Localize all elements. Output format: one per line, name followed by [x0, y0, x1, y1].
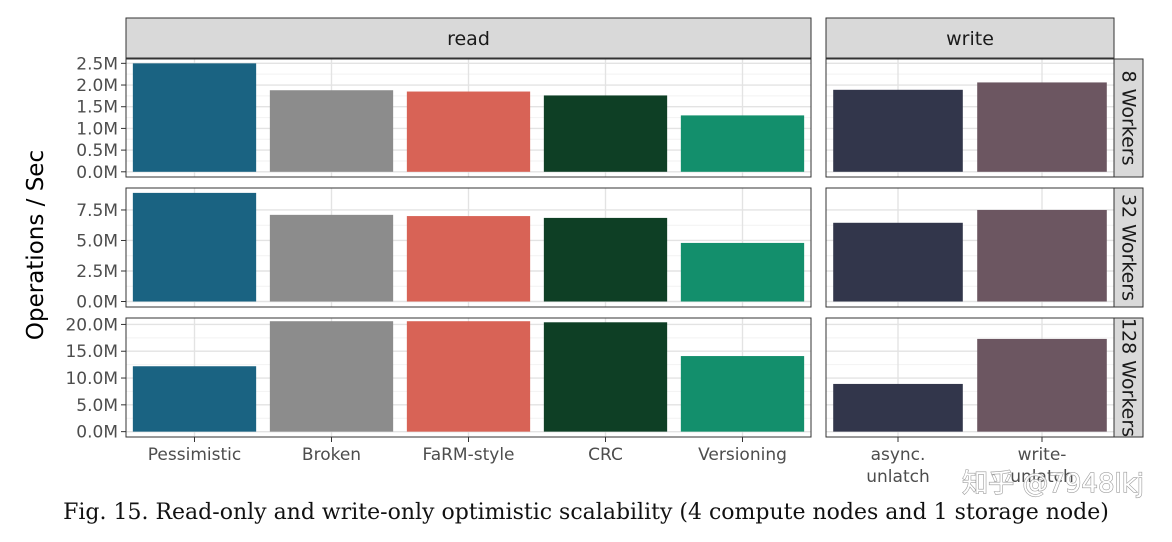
bar-32-workers-versioning — [680, 242, 805, 302]
bar-8-workers-async-unlatch — [833, 89, 963, 172]
panel-32-workers-read — [125, 187, 812, 308]
y-tick-label: 0.0M — [76, 423, 118, 443]
x-tick-label-farm-style: FaRM-style — [422, 445, 514, 465]
bar-128-workers-async-unlatch — [833, 383, 963, 432]
bar-32-workers-write-unlatch — [977, 209, 1107, 302]
bar-32-workers-broken — [269, 214, 394, 302]
x-tick-label-broken: Broken — [302, 445, 361, 465]
y-tick-label: 5.0M — [76, 231, 118, 251]
bar-128-workers-farm-style — [406, 321, 531, 432]
y-tick-label: 10.0M — [65, 369, 118, 389]
bar-32-workers-crc — [543, 217, 668, 302]
facet-label-32-workers: 32 Workers — [1118, 194, 1140, 301]
y-tick-label: 7.5M — [76, 201, 118, 221]
panel-128-workers-write — [825, 317, 1115, 438]
bar-8-workers-pessimistic — [132, 63, 257, 172]
x-tick-label-async-unlatch: async.unlatch — [866, 445, 929, 487]
facet-strip-read — [125, 17, 812, 59]
facet-strip-128-workers — [1113, 317, 1144, 438]
x-tick-label-write-unlatch: write-unlatch — [1010, 445, 1073, 487]
facet-strip-write — [825, 17, 1115, 59]
panel-128-workers-read — [125, 317, 812, 438]
y-tick-label: 0.0M — [76, 163, 118, 183]
bar-128-workers-versioning — [680, 356, 805, 432]
panel-8-workers-write — [825, 58, 1115, 178]
y-tick-label: 2.5M — [76, 54, 118, 74]
x-tick-label-crc: CRC — [588, 445, 623, 465]
panel-border — [125, 187, 812, 308]
y-tick-label: 2.0M — [76, 76, 118, 96]
y-tick-label: 1.0M — [76, 119, 118, 139]
x-tick-label-pessimistic: Pessimistic — [148, 445, 241, 465]
y-tick-label: 15.0M — [65, 342, 118, 362]
bar-8-workers-farm-style — [406, 91, 531, 172]
facet-label-8-workers: 8 Workers — [1118, 71, 1140, 166]
y-tick-label: 0.0M — [76, 293, 118, 313]
figure-caption: Fig. 15. Read-only and write-only optimi… — [63, 500, 1109, 525]
facet-label-128-workers: 128 Workers — [1118, 318, 1140, 437]
bar-8-workers-versioning — [680, 115, 805, 172]
facet-strip-8-workers — [1113, 58, 1144, 178]
bar-128-workers-crc — [543, 322, 668, 432]
panel-border — [125, 58, 812, 178]
facet-strip-32-workers — [1113, 187, 1144, 308]
bar-8-workers-crc — [543, 95, 668, 172]
bar-128-workers-pessimistic — [132, 366, 257, 432]
y-tick-label: 5.0M — [76, 396, 118, 416]
facet-label-read: read — [447, 28, 490, 50]
y-axis-title: Operations / Sec — [23, 150, 49, 340]
y-tick-label: 2.5M — [76, 262, 118, 282]
y-tick-label: 1.5M — [76, 98, 118, 118]
bar-128-workers-broken — [269, 321, 394, 432]
bar-32-workers-farm-style — [406, 216, 531, 302]
bar-8-workers-write-unlatch — [977, 82, 1107, 172]
y-tick-label: 0.5M — [76, 141, 118, 161]
watermark: 知乎 @7948lkj — [962, 469, 1144, 499]
bar-32-workers-pessimistic — [132, 192, 257, 302]
facet-label-write: write — [946, 28, 994, 50]
y-tick-label: 20.0M — [65, 315, 118, 335]
bar-128-workers-write-unlatch — [977, 338, 1107, 432]
panel-8-workers-read — [125, 58, 812, 178]
bar-8-workers-broken — [269, 90, 394, 172]
x-tick-label-versioning: Versioning — [698, 445, 787, 465]
panel-32-workers-write — [825, 187, 1115, 308]
bar-32-workers-async-unlatch — [833, 222, 963, 302]
